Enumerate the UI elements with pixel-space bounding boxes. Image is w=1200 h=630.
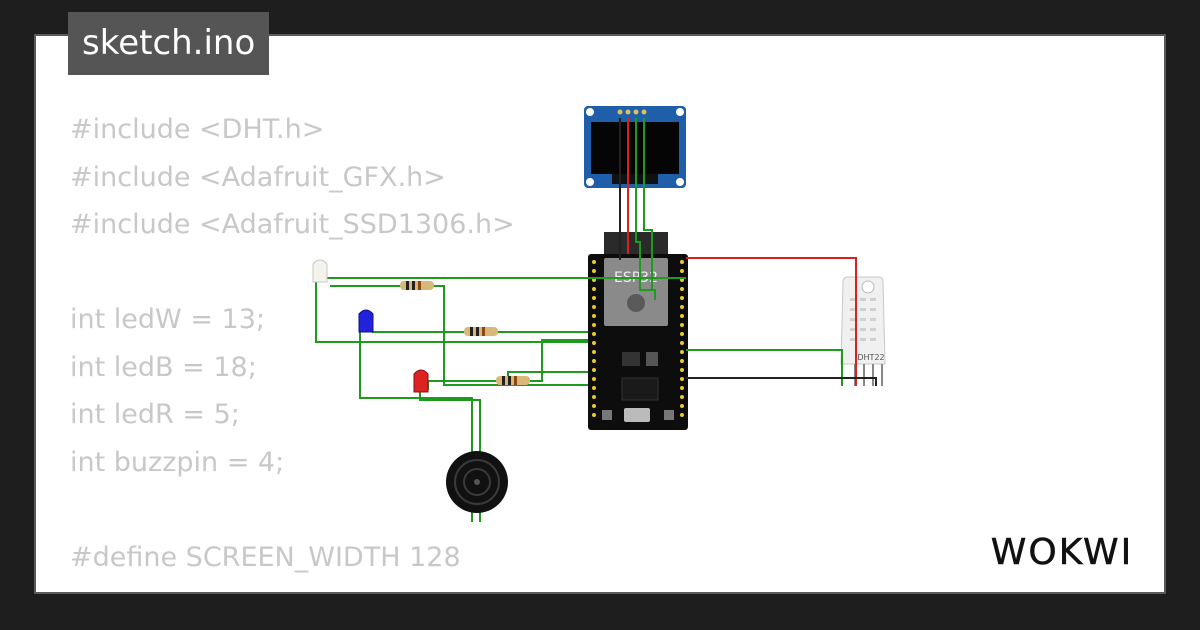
code-line: #define SCREEN_WIDTH 128 — [70, 541, 461, 573]
file-tab[interactable]: sketch.ino — [68, 12, 270, 75]
code-line: int buzzpin = 4; — [70, 446, 285, 478]
wokwi-logo: WOKWI — [991, 532, 1133, 574]
code-line: #include <Adafruit_SSD1306.h> — [70, 209, 515, 240]
esp32-board-icon[interactable]: ESP32 — [588, 232, 688, 430]
code-line: #include <Adafruit_GFX.h> — [70, 161, 446, 193]
code-line: #include <DHT.h> — [70, 114, 325, 145]
svg-text:WOKWI: WOKWI — [991, 532, 1133, 573]
resistor-icon[interactable] — [464, 327, 498, 336]
resistor-icon[interactable] — [496, 376, 530, 385]
sensor-label: DHT22 — [857, 353, 884, 362]
led-icon[interactable] — [312, 259, 328, 283]
code-background: #include <DHT.h> #include <Adafruit_GFX.… — [70, 106, 1070, 592]
led-icon[interactable] — [358, 309, 374, 333]
buzzer-icon[interactable] — [446, 451, 508, 513]
code-line: int ledB = 18; — [70, 351, 257, 383]
resistor-icon[interactable] — [400, 281, 434, 290]
code-line: #define SCREEN_HEIGHT 64 — [70, 581, 1070, 592]
code-line: int ledR = 5; — [70, 399, 240, 430]
led-icon[interactable] — [413, 369, 429, 393]
dht22-sensor-icon[interactable]: DHT22 — [840, 276, 886, 386]
code-line: int ledW = 13; — [70, 304, 265, 335]
